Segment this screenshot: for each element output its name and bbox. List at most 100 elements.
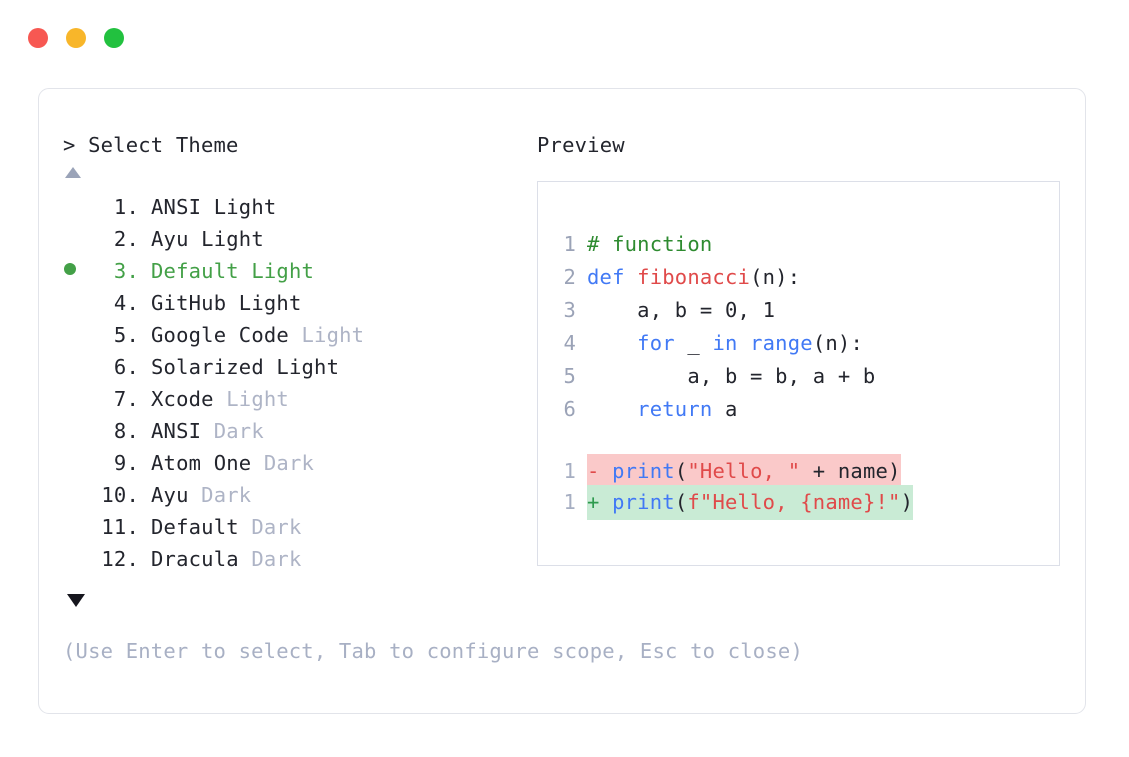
code-line: 5 a, b = b, a + b [552, 360, 1059, 393]
theme-item-name: Default Light [151, 259, 315, 283]
code-token: def [587, 265, 638, 289]
code-token: ( [674, 490, 688, 514]
code-line-content: for _ in range(n): [587, 327, 863, 360]
theme-item-name: Ayu Light [151, 227, 264, 251]
minimize-window-button[interactable] [66, 28, 86, 48]
theme-item-name: Atom One Dark [151, 451, 315, 475]
theme-item-variant: Light [188, 227, 264, 251]
diff-line-number: 1 [563, 490, 576, 514]
code-token: a, b = 0, 1 [587, 298, 776, 322]
theme-item-name: GitHub Light [151, 291, 302, 315]
code-line: 4 for _ in range(n): [552, 327, 1059, 360]
theme-item-variant: Dark [238, 515, 302, 539]
window-titlebar [0, 0, 1129, 76]
theme-list-item[interactable]: 11. Default Dark [63, 511, 533, 543]
code-token: print [612, 459, 675, 483]
code-token [738, 331, 751, 355]
diff-line-add: 1+ print(f"Hello, {name}!") [552, 485, 1059, 520]
theme-item-variant: Dark [238, 547, 302, 571]
theme-item-number: 11. [101, 515, 139, 539]
code-token: _ [674, 331, 713, 355]
theme-item-number: 1. [113, 195, 139, 219]
theme-item-name: Xcode Light [151, 387, 289, 411]
diff-line-content: - print("Hello, " + name) [587, 454, 901, 489]
theme-list-item[interactable]: 3.Default Light [63, 255, 533, 287]
theme-item-name: Ayu Dark [151, 483, 252, 507]
code-line-number: 4 [563, 331, 576, 355]
theme-list-item[interactable]: 7.Xcode Light [63, 383, 533, 415]
code-line-number: 3 [563, 298, 576, 322]
scroll-up-indicator[interactable] [63, 159, 533, 185]
code-token [587, 331, 637, 355]
code-line: 3 a, b = 0, 1 [552, 294, 1059, 327]
code-line-number: 2 [563, 265, 576, 289]
triangle-down-icon [67, 594, 85, 607]
theme-list-item[interactable]: 6.Solarized Light [63, 351, 533, 383]
theme-list-item[interactable]: 10. Ayu Dark [63, 479, 533, 511]
theme-list-item[interactable]: 4. GitHub Light [63, 287, 533, 319]
code-token: for [637, 331, 675, 355]
diff-sign: + [587, 490, 613, 514]
preview-column: Preview 1 # function 2 def fibonacci (n): 3 a… [537, 131, 1065, 566]
theme-item-name: Dracula Dark [151, 547, 302, 571]
theme-list-item[interactable]: 1. ANSI Light [63, 191, 533, 223]
theme-item-number: 2. [113, 227, 139, 251]
code-line-number: 5 [563, 364, 576, 388]
theme-item-number: 5. [113, 323, 139, 347]
theme-list-item[interactable]: 2. Ayu Light [63, 223, 533, 255]
code-token: # function [587, 232, 713, 256]
code-line-number: 1 [563, 232, 576, 256]
maximize-window-button[interactable] [104, 28, 124, 48]
theme-list-item[interactable]: 5. Google Code Light [63, 319, 533, 351]
close-window-button[interactable] [28, 28, 48, 48]
code-line-content: a, b = b, a + b [587, 360, 875, 393]
theme-item-name: ANSI Light [151, 195, 277, 219]
window-controls [28, 28, 124, 48]
code-line: 6 return a [552, 393, 1059, 426]
code-token: range [750, 331, 813, 355]
diff-sign: - [587, 459, 613, 483]
preview-label: Preview [537, 133, 625, 157]
code-line-content: # function [587, 228, 712, 261]
theme-item-number: 8. [113, 419, 139, 443]
scroll-down-indicator[interactable] [63, 587, 533, 613]
theme-item-variant: Light [201, 195, 277, 219]
theme-item-variant: Dark [188, 483, 252, 507]
theme-item-number: 9. [113, 451, 139, 475]
theme-item-variant: Light [226, 291, 302, 315]
code-token: ( [674, 459, 688, 483]
theme-item-name: Solarized Light [151, 355, 340, 379]
keyboard-hint: (Use Enter to select, Tab to configure s… [63, 639, 803, 663]
code-line-content: a, b = 0, 1 [587, 294, 775, 327]
code-token [587, 397, 637, 421]
code-token: print [612, 490, 675, 514]
code-token: return [637, 397, 713, 421]
triangle-up-icon [65, 167, 81, 178]
code-token: a, b = b, a + b [587, 364, 876, 388]
theme-item-variant: Dark [201, 419, 264, 443]
preview-panel: 1 # function 2 def fibonacci (n): 3 a, b = 0,… [537, 181, 1060, 566]
theme-list-item[interactable]: 8. ANSI Dark [63, 415, 533, 447]
theme-item-number: 4. [113, 291, 139, 315]
theme-list-item[interactable]: 12.Dracula Dark [63, 543, 533, 575]
code-token: "Hello, " [687, 459, 801, 483]
theme-item-name: Default Dark [151, 515, 302, 539]
theme-item-number: 10. [101, 483, 139, 507]
code-line-content: return a [587, 393, 738, 426]
code-token: a [712, 397, 738, 421]
selection-indicator [63, 255, 93, 287]
diff-line-number: 1 [563, 459, 576, 483]
selected-bullet-icon [64, 263, 76, 275]
code-token: fibonacci [637, 265, 751, 289]
code-line-number: 6 [563, 397, 576, 421]
code-token: (n): [812, 331, 863, 355]
code-token: + name) [800, 459, 901, 483]
theme-item-variant: Light [238, 259, 315, 283]
theme-list-item[interactable]: 9. Atom One Dark [63, 447, 533, 479]
theme-item-name: Google Code Light [151, 323, 365, 347]
theme-item-name: ANSI Dark [151, 419, 264, 443]
